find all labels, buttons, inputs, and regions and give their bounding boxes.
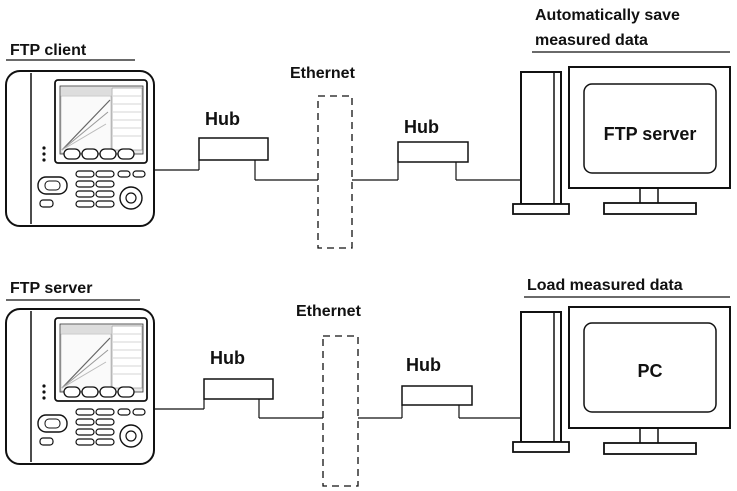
bottom-recorder-device [5, 308, 155, 465]
top-ethernet-label: Ethernet [290, 65, 356, 82]
bottom-ethernet-label: Ethernet [296, 303, 362, 320]
top-ethernet-network [317, 95, 353, 249]
top-pc-caption-line1: Automatically save [535, 7, 680, 24]
bottom-ethernet-network [322, 335, 359, 487]
top-diagram: FTP client [5, 7, 731, 249]
bottom-device-label: FTP server [10, 280, 92, 297]
top-hub-right [397, 141, 469, 163]
top-pc-screen-label: FTP server [604, 124, 697, 144]
top-pc-caption-line2: measured data [535, 32, 648, 49]
top-device-label: FTP client [10, 42, 87, 59]
bottom-pc-caption: Load measured data [527, 277, 683, 294]
top-pc-computer [512, 66, 731, 215]
bottom-diagram: FTP server [5, 277, 731, 487]
bottom-hub-left [203, 378, 274, 400]
bottom-hub-left-label: Hub [210, 348, 245, 368]
top-recorder-device [5, 70, 155, 227]
top-hub-left [198, 137, 269, 161]
top-hub-left-label: Hub [205, 109, 240, 129]
top-hub-right-label: Hub [404, 117, 439, 137]
bottom-hub-right [401, 385, 473, 406]
bottom-hub-right-label: Hub [406, 355, 441, 375]
bottom-pc-computer [512, 306, 731, 455]
bottom-pc-screen-label: PC [637, 361, 662, 381]
